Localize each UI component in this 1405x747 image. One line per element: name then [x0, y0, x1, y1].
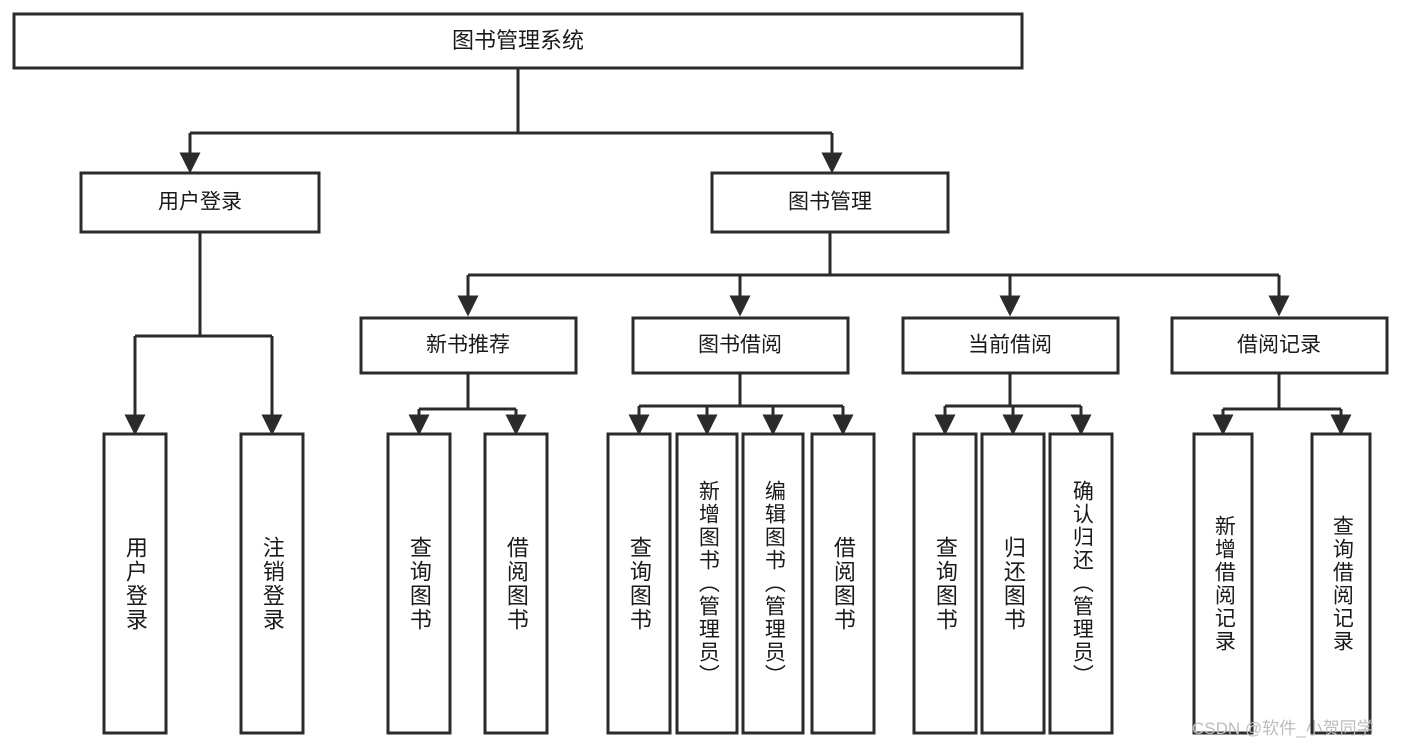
csdn-watermark: CSDN @软件_小贺同学: [1192, 719, 1374, 738]
node-leaf-query-book-2-box[interactable]: [606, 432, 672, 735]
node-root-label: 图书管理系统: [452, 28, 584, 53]
node-leaf-return-book-box[interactable]: [980, 432, 1046, 735]
node-user-login-label: 用户登录: [158, 191, 242, 214]
node-leaf-add-book-box[interactable]: [675, 432, 739, 735]
node-leaf-user-login-box[interactable]: [102, 432, 168, 735]
edges-layer: [124, 68, 1352, 436]
node-book-borrow-box[interactable]: [631, 316, 850, 375]
node-leaf-add-record-box[interactable]: [1192, 432, 1254, 735]
node-root-box[interactable]: [12, 12, 1024, 70]
nodes-layer: 图书管理系统 用户登录 图书管理 新书推荐 图书借阅 当前借阅 借阅记录: [12, 12, 1389, 735]
node-book-borrow-label: 图书借阅: [698, 334, 782, 357]
node-leaf-edit-book-box[interactable]: [741, 432, 805, 735]
node-leaf-query-book-3-box[interactable]: [912, 432, 978, 735]
node-leaf-query-record-box[interactable]: [1310, 432, 1372, 735]
node-new-book-rec-box[interactable]: [359, 316, 578, 375]
node-leaf-borrow-book-2-box[interactable]: [810, 432, 876, 735]
node-leaf-query-book-1-box[interactable]: [386, 432, 452, 735]
node-current-borrow-box[interactable]: [901, 316, 1120, 375]
node-book-manage-label: 图书管理: [788, 191, 872, 214]
node-borrow-record-label: 借阅记录: [1237, 334, 1321, 357]
node-borrow-record-box[interactable]: [1170, 316, 1389, 375]
node-current-borrow-label: 当前借阅: [968, 334, 1052, 357]
node-user-login-box[interactable]: [79, 171, 321, 234]
node-leaf-borrow-book-1-box[interactable]: [483, 432, 549, 735]
node-book-manage-box[interactable]: [710, 171, 950, 234]
node-new-book-rec-label: 新书推荐: [426, 334, 510, 357]
node-leaf-logout-box[interactable]: [239, 432, 305, 735]
node-leaf-confirm-return-box[interactable]: [1048, 432, 1114, 735]
